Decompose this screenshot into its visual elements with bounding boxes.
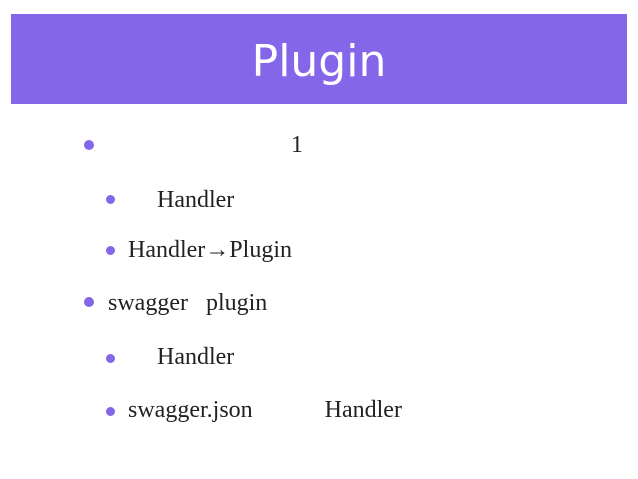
bullet-dot	[84, 140, 94, 150]
bullet-text: 1	[291, 132, 303, 158]
bullet-dot	[106, 407, 115, 416]
slide-title: Plugin	[251, 36, 387, 87]
title-bar: Plugin	[11, 14, 627, 104]
bullet-dot	[106, 195, 115, 204]
bullet-text: Handler→Plugin	[128, 237, 292, 263]
bullet-text: Handler	[157, 187, 235, 213]
bullet-text: Handler	[157, 344, 235, 370]
bullet-dot	[84, 297, 94, 307]
bullet-text: swagger plugin	[108, 290, 268, 316]
bullet-text: swagger.json Handler	[128, 397, 402, 423]
bullet-dot	[106, 246, 115, 255]
bullet-dot	[106, 354, 115, 363]
